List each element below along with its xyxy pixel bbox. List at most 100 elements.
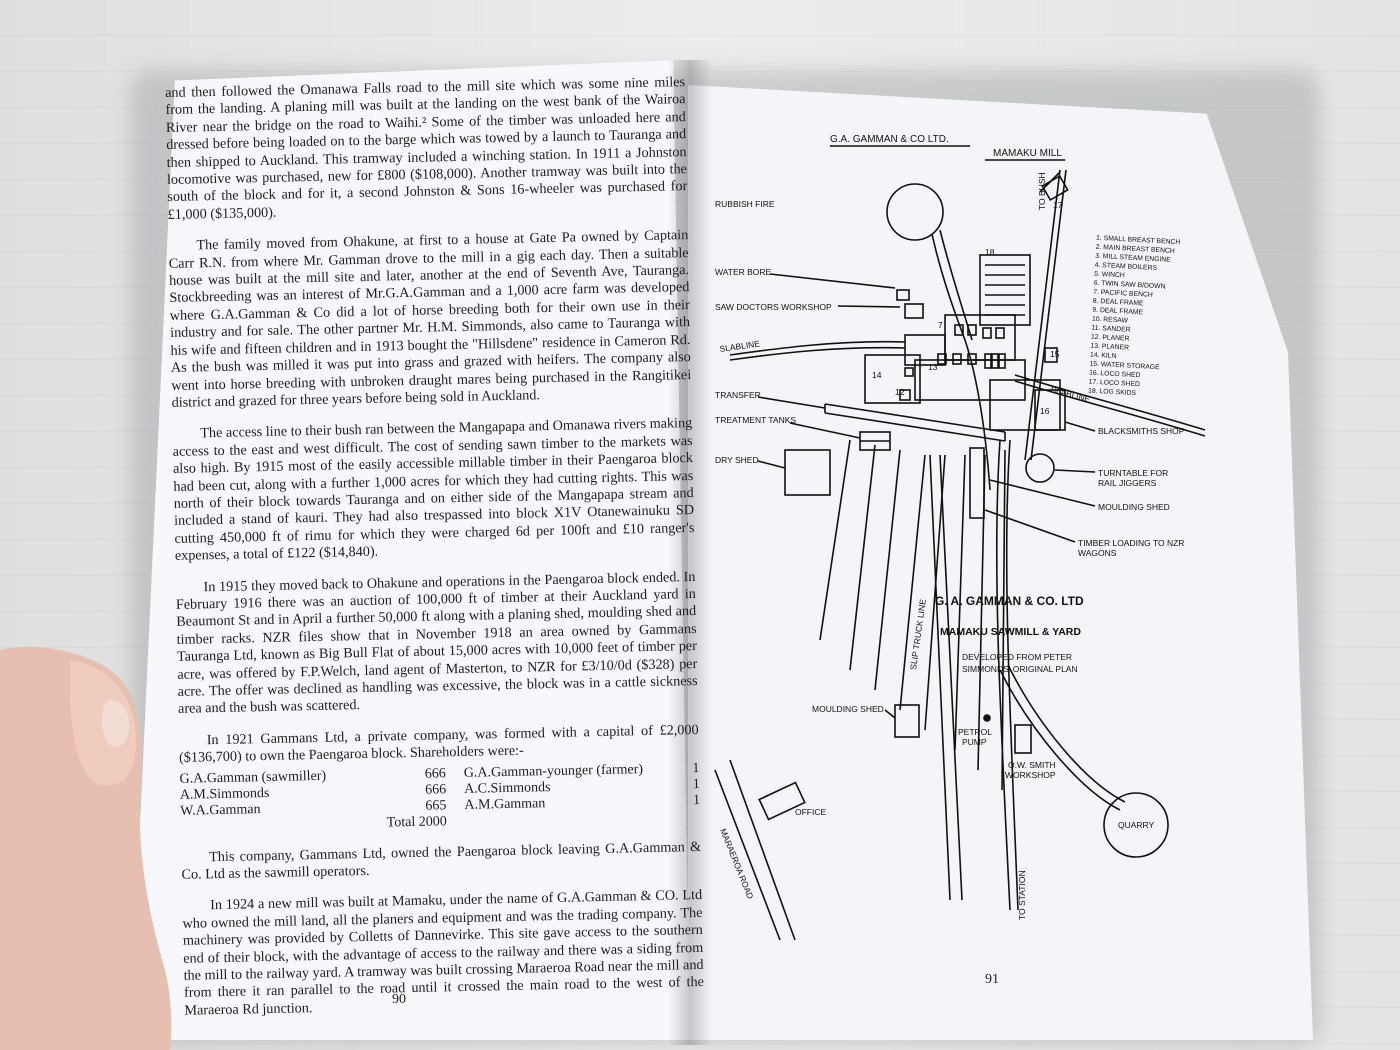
quarry-circle xyxy=(1103,792,1169,858)
label-quarry: QUARRY xyxy=(1118,820,1155,830)
credit-line-1: DEVELOPED FROM PETER xyxy=(962,652,1072,662)
label-petrol-1: PETROL xyxy=(958,727,992,737)
svg-text:16: 16 xyxy=(1040,406,1050,416)
rail-to-quarry xyxy=(999,669,1121,811)
label-treatment-tanks: TREATMENT TANKS xyxy=(715,415,796,425)
label-rubbish-fire: RUBBISH FIRE xyxy=(715,199,775,209)
label-slabline-right: SLABLINE xyxy=(1049,384,1091,404)
credit-line-2: SIMMONDS' ORIGINAL PLAN xyxy=(962,664,1078,674)
header-left: G.A. GAMMAN & CO LTD. xyxy=(830,134,949,145)
paragraph: The family moved from Ohakune, at first … xyxy=(168,227,692,411)
shareholders-table: G.A.Gamman (sawmiller) 666 G.A.Gamman-yo… xyxy=(179,761,700,836)
label-saw-doctors: SAW DOCTORS WORKSHOP xyxy=(715,302,832,312)
saw-doctors-workshop xyxy=(904,303,924,319)
maraeroa-road xyxy=(714,769,781,940)
label-slip-truck-line: SLIP TRUCK LINE xyxy=(908,598,928,670)
label-to-station: TO STATION xyxy=(1017,870,1027,920)
hand xyxy=(0,646,172,1050)
slabline-right xyxy=(1014,374,1206,431)
shareholder-shares: 1 xyxy=(692,792,701,808)
water-storage-15 xyxy=(1044,347,1058,363)
rubbish-fire-circle xyxy=(886,183,944,241)
label-blacksmiths: BLACKSMITHS SHOP xyxy=(1098,426,1185,436)
legend-item: 10. RESAW xyxy=(1092,316,1129,325)
water-bore xyxy=(896,289,910,301)
label-to-bush: TO BUSH xyxy=(1037,172,1047,210)
label-dry-shed: DRY SHED xyxy=(715,455,759,465)
legend-item: 14. KILN xyxy=(1090,352,1117,360)
kiln-14 xyxy=(864,354,921,404)
legend: 1. SMALL BREAST BENCH 2. MAIN BREAST BEN… xyxy=(1088,235,1181,398)
slip-truck-line xyxy=(929,454,951,901)
label-transfer: TRANSFER xyxy=(715,390,761,400)
label-office: OFFICE xyxy=(795,807,826,817)
tramway-line xyxy=(931,233,991,491)
legend-item: 13. PLANER xyxy=(1090,343,1129,352)
svg-text:18: 18 xyxy=(985,247,995,257)
office-building xyxy=(758,781,806,821)
diagram-subtitle: MAMAKU SAWMILL & YARD xyxy=(940,626,1081,638)
label-timber-loading-2: WAGONS xyxy=(1078,548,1117,558)
svg-text:15: 15 xyxy=(1050,349,1060,359)
svg-text:13: 13 xyxy=(928,362,938,372)
legend-item: 11. SANDER xyxy=(1091,325,1131,334)
legend-item: 5. WINCH xyxy=(1094,271,1125,280)
turntable-circle xyxy=(1025,453,1055,483)
paragraph: In 1921 Gammans Ltd, a private company, … xyxy=(178,721,699,767)
legend-item: 1. SMALL BREAST BENCH xyxy=(1096,235,1181,246)
svg-text:14: 14 xyxy=(872,370,882,380)
shareholder-shares: 1 xyxy=(692,776,700,792)
legend-item: 16. LOCO SHED xyxy=(1089,370,1141,380)
paragraph: In 1924 a new mill was built at Mamaku, … xyxy=(182,887,705,1019)
right-page xyxy=(688,85,1313,1040)
legend-item: 12. PLANER xyxy=(1091,334,1130,343)
legend-item: 18. LOG SKIDS xyxy=(1088,388,1137,398)
label-turntable-1: TURNTABLE FOR xyxy=(1098,468,1168,478)
legend-item: 9. DEAL FRAME xyxy=(1092,307,1144,317)
book-gutter xyxy=(668,60,712,1045)
paragraph: The access line to their bush ran betwee… xyxy=(172,415,695,565)
label-ow-smith-2: WORKSHOP xyxy=(1005,770,1056,780)
label-water-bore: WATER BORE xyxy=(715,267,772,277)
label-moulding-shed-left: MOULDING SHED xyxy=(812,704,884,714)
legend-item: 7. PACIFIC BENCH xyxy=(1093,289,1153,299)
label-moulding-shed-right: MOULDING SHED xyxy=(1098,502,1170,512)
mill-room xyxy=(904,334,946,366)
paragraph: In 1915 they moved back to Ohakune and o… xyxy=(175,568,698,718)
label-timber-loading-1: TIMBER LOADING TO NZR xyxy=(1078,538,1184,548)
rail-line xyxy=(1024,169,1061,461)
paragraph: and then followed the Omanawa Falls road… xyxy=(165,74,688,223)
legend-item: 17. LOCO SHED xyxy=(1088,379,1140,389)
diagram-title: G. A. GAMMAN & CO. LTD xyxy=(935,594,1084,608)
left-page-text: and then followed the Omanawa Falls road… xyxy=(165,74,705,1034)
petrol-pump xyxy=(983,714,991,722)
legend-item: 2. MAIN BREAST BENCH xyxy=(1095,244,1175,255)
legend-item: 4. STEAM BOILERS xyxy=(1095,262,1158,272)
timber-loading xyxy=(969,447,985,519)
legend-item: 6. TWIN SAW B/DOWN xyxy=(1094,280,1166,291)
yard-track xyxy=(819,439,851,641)
ow-smith-workshop xyxy=(1014,724,1032,754)
label-petrol-2: PUMP xyxy=(962,737,987,747)
svg-text:12: 12 xyxy=(895,387,905,397)
label-turntable-2: RAIL JIGGERS xyxy=(1098,478,1157,488)
loco-shed-16 xyxy=(989,379,1061,431)
header-right: MAMAKU MILL xyxy=(993,148,1062,159)
loco-shed-17 xyxy=(1041,174,1069,202)
shareholders-total: Total 2000 xyxy=(386,813,447,831)
page-number-left: 90 xyxy=(392,992,406,1007)
legend-item: 3. MILL STEAM ENGINE xyxy=(1095,253,1171,264)
left-page xyxy=(130,60,690,1040)
dry-shed xyxy=(784,449,831,496)
label-ow-smith-1: O.W. SMITH xyxy=(1008,760,1056,770)
legend-item: 8. DEAL FRAME xyxy=(1093,298,1145,308)
legend-item: 15. WATER STORAGE xyxy=(1089,361,1160,372)
thumbnail xyxy=(102,700,130,748)
mill-plan-diagram: G.A. GAMMAN & CO LTD. MAMAKU MILL RUBBIS… xyxy=(714,134,1206,940)
log-skids-18 xyxy=(979,254,1031,326)
rail-to-station xyxy=(995,439,1011,911)
svg-text:7: 7 xyxy=(938,320,943,330)
rail-line xyxy=(1030,169,1067,461)
slabline-left xyxy=(729,340,906,356)
page-number-right: 91 xyxy=(985,972,999,987)
